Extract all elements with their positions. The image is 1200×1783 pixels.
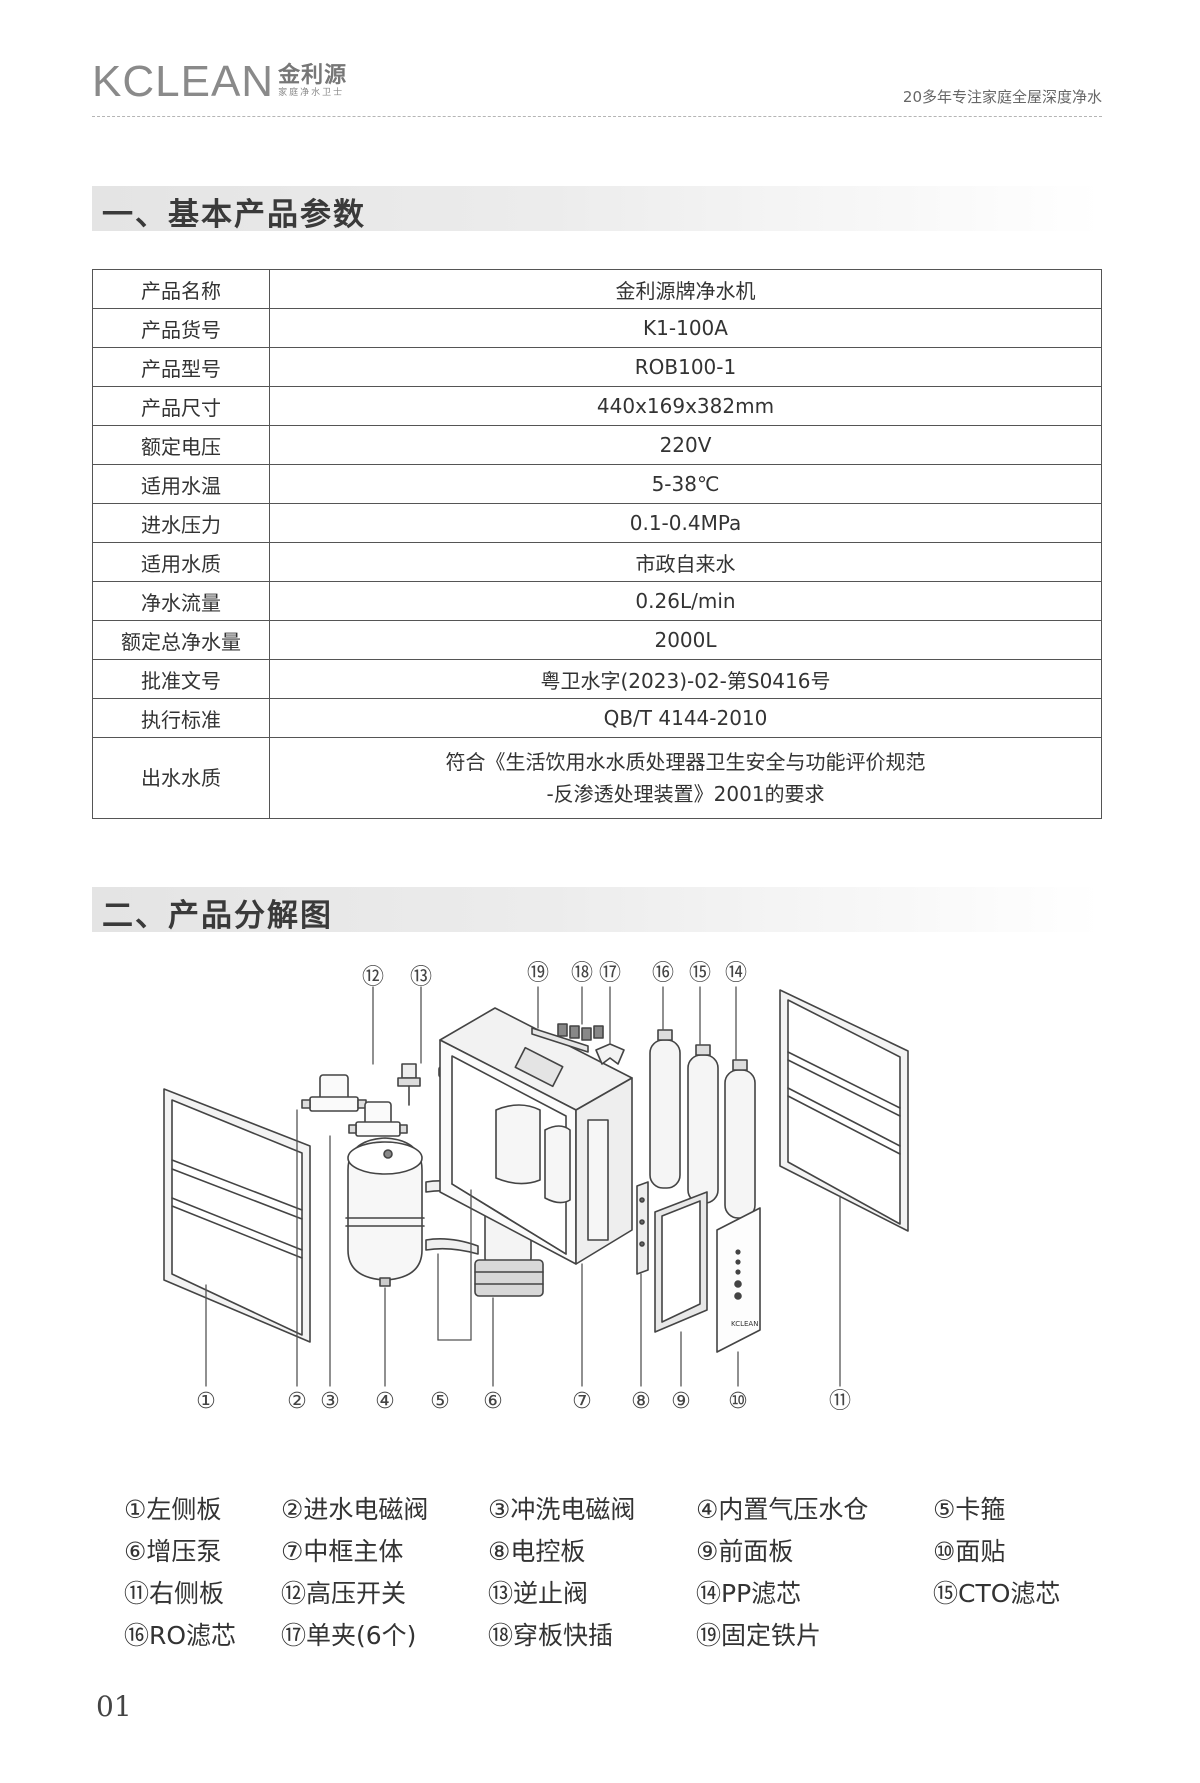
right-side-panel <box>779 989 909 1232</box>
section-title-params: 一、基本产品参数 <box>92 186 1102 233</box>
inlet-solenoid-valve <box>301 1074 367 1112</box>
callout-11: ⑪ <box>829 1389 851 1414</box>
table-row: 适用水质市政自来水 <box>92 542 1102 582</box>
logo-tagline: 家庭净水卫士 <box>278 88 345 98</box>
callout-17: ⑰ <box>599 961 621 986</box>
table-row: 批准文号粤卫水字(2023)-02-第S0416号 <box>92 659 1102 699</box>
panel-logo-text: KCLEAN <box>731 1320 758 1328</box>
callout-12: ⑫ <box>362 965 384 990</box>
legend-item: ①左侧板 <box>124 1495 222 1524</box>
callout-16: ⑯ <box>652 961 674 986</box>
legend-item: ⑮CTO滤芯 <box>933 1579 1061 1608</box>
left-side-panel <box>163 1088 311 1343</box>
callout-2: ② <box>287 1389 307 1414</box>
legend-item: ⑥增压泵 <box>124 1537 222 1566</box>
callout-18: ⑱ <box>571 961 593 986</box>
callout-9: ⑨ <box>671 1389 691 1414</box>
front-panel <box>654 1191 708 1333</box>
control-board <box>636 1181 649 1275</box>
callout-4: ④ <box>375 1389 395 1414</box>
legend-item: ⑧电控板 <box>488 1537 586 1566</box>
callout-7: ⑦ <box>572 1389 592 1414</box>
page-number: 01 <box>96 1690 132 1723</box>
legend-item: ⑲固定铁片 <box>696 1621 822 1650</box>
bottom-leader-lines <box>205 1109 841 1387</box>
flush-solenoid-valve <box>348 1101 408 1137</box>
legend-item: ②进水电磁阀 <box>281 1495 429 1524</box>
callout-1: ① <box>196 1389 216 1414</box>
legend-item: ⑦中框主体 <box>281 1537 404 1566</box>
face-sticker: KCLEAN <box>716 1207 761 1353</box>
callout-15: ⑮ <box>689 961 711 986</box>
page-header: KCLEAN 金利源 家庭净水卫士 20多年专注家庭全屋深度净水 <box>92 60 1102 120</box>
filter-cartridges <box>649 1029 756 1219</box>
legend-item: ⑭PP滤芯 <box>696 1579 802 1608</box>
legend-item: ④内置气压水仓 <box>696 1495 869 1524</box>
pressure-tank <box>345 1137 425 1287</box>
legend-item: ③冲洗电磁阀 <box>488 1495 636 1524</box>
brand-logo: KCLEAN 金利源 家庭净水卫士 <box>92 60 347 104</box>
table-row: 出水水质 符合《生活饮用水水质处理器卫生安全与功能评价规范 -反渗透处理装置》2… <box>92 737 1102 819</box>
parts-legend: ①左侧板 ②进水电磁阀 ③冲洗电磁阀 ④内置气压水仓 ⑤卡箍 ⑥增压泵 ⑦中框主… <box>124 1490 1104 1658</box>
callout-10: ⑩ <box>728 1389 748 1414</box>
legend-item: ⑱穿板快插 <box>488 1621 614 1650</box>
legend-item: ⑩面贴 <box>933 1537 1006 1566</box>
callout-13: ⑬ <box>410 965 432 990</box>
legend-item: ⑯RO滤芯 <box>124 1621 237 1650</box>
header-slogan: 20多年专注家庭全屋深度净水 <box>902 88 1102 106</box>
callout-14: ⑭ <box>725 961 747 986</box>
logo-english: KCLEAN <box>92 57 275 106</box>
main-frame <box>439 1007 633 1265</box>
exploded-diagram-drawing: KCLEAN <box>163 961 909 1414</box>
top-fittings <box>531 1023 625 1065</box>
callout-labels: ① ② ③ ④ ⑤ ⑥ ⑦ ⑧ ⑨ ⑩ ⑪ ⑫ ⑬ ⑲ ⑱ ⑰ ⑯ ⑮ ⑭ <box>196 961 851 1414</box>
legend-item: ⑰单夹(6个) <box>281 1621 417 1650</box>
callout-8: ⑧ <box>631 1389 651 1414</box>
legend-item: ⑤卡箍 <box>933 1495 1006 1524</box>
section-title-exploded-view: 二、产品分解图 <box>92 887 1102 934</box>
header-divider <box>92 116 1102 117</box>
callout-6: ⑥ <box>483 1389 503 1414</box>
exploded-diagram: KCLEAN <box>140 960 1060 1440</box>
callout-3: ③ <box>320 1389 340 1414</box>
top-leader-lines <box>372 986 737 1065</box>
callout-19: ⑲ <box>527 961 549 986</box>
legend-item: ⑪右侧板 <box>124 1579 225 1608</box>
table-row: 产品名称金利源牌净水机 <box>92 269 1102 309</box>
logo-chinese: 金利源 <box>278 63 348 88</box>
legend-item: ⑫高压开关 <box>281 1579 407 1608</box>
legend-item: ⑬逆止阀 <box>488 1579 589 1608</box>
callout-5: ⑤ <box>430 1389 450 1414</box>
legend-item: ⑨前面板 <box>696 1537 794 1566</box>
high-pressure-switch <box>397 1063 421 1106</box>
